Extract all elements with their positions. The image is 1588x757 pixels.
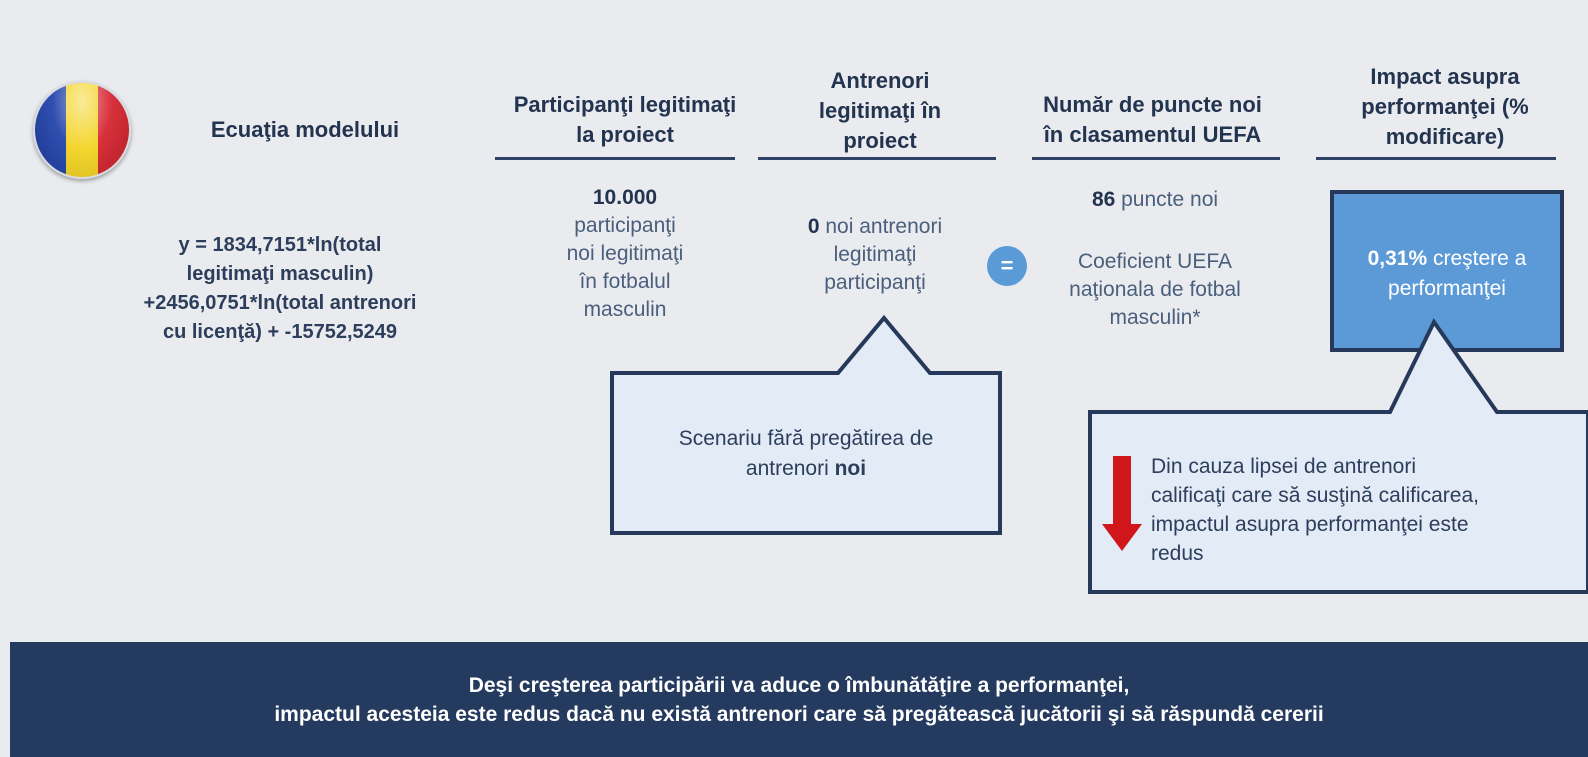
scenario-callout (610, 314, 1002, 535)
header-line: modificare) (1385, 124, 1505, 149)
participants-rule (495, 157, 735, 160)
header-line: la proiect (576, 122, 674, 147)
header-line: Impact asupra (1370, 64, 1520, 89)
text-line: participanţi (574, 214, 676, 237)
header-line: Antrenori (830, 68, 930, 93)
reason-line: Din cauza lipsei de antrenori (1151, 455, 1416, 478)
coaches-header: Antrenori legitimaţi în proiect (760, 66, 1000, 156)
model-title: Ecuaţia modelului (210, 117, 400, 142)
scenario-line: antrenori (745, 457, 835, 480)
down-arrow-icon (1102, 456, 1142, 551)
scenario-line: Scenariu fără pregătirea de (678, 427, 934, 450)
header-line: Număr de puncte noi (1043, 92, 1262, 117)
text-line: în fotbalul (579, 270, 671, 293)
header-line: legitimaţi în (818, 98, 942, 123)
text-line: naţionala de fotbal (1069, 278, 1241, 301)
header-line: performanţei (% (1361, 94, 1529, 119)
points-body: 86 puncte noi Coeficient UEFA naţionala … (1030, 186, 1280, 332)
banner-line: impactul acesteia este redus dacă nu exi… (274, 702, 1324, 726)
impact-header: Impact asupra performanţei (% modificare… (1310, 62, 1580, 152)
text-line: masculin* (1109, 306, 1201, 329)
participants-header: Participanţi legitimaţi la proiect (490, 90, 760, 150)
reason-callout (1088, 318, 1588, 594)
reason-line: impactul asupra performanţei este (1151, 513, 1469, 536)
points-value: 86 (1091, 188, 1116, 211)
equation-line: legitimaţi masculin) (186, 263, 374, 285)
participants-value: 10.000 (592, 186, 658, 209)
model-equation: y = 1834,7151*ln(total legitimaţi mascul… (100, 231, 460, 347)
coaches-value: 0 (807, 215, 820, 238)
text-line: masculin (583, 298, 667, 321)
text-line: noi legitimaţi (566, 242, 684, 265)
text-line: legitimaţi (833, 243, 917, 266)
equals-badge: = (987, 246, 1027, 286)
reason-text: Din cauza lipsei de antrenori calificaţi… (1151, 452, 1585, 568)
conclusion-banner: Deşi creşterea participării va aduce o î… (10, 642, 1588, 757)
banner-line: Deşi creşterea participării va aduce o î… (468, 673, 1130, 697)
text-line: participanţi (824, 271, 926, 294)
equation-line: +2456,0751*ln(total antrenori (143, 292, 417, 314)
text-line: Coeficient UEFA (1077, 250, 1233, 273)
impact-box (1330, 190, 1564, 352)
text-line: performanţei (1388, 277, 1506, 300)
coaches-body: 0 noi antrenori legitimaţi participanţi (750, 213, 1000, 297)
scenario-text: Scenariu fără pregătirea de antrenori no… (615, 424, 997, 484)
coaches-rule (758, 157, 996, 160)
equation-line: cu licenţă) + -15752,5249 (162, 321, 398, 343)
participants-body: 10.000 participanţi noi legitimaţi în fo… (500, 184, 750, 324)
points-rule (1032, 157, 1280, 160)
header-line: Participanţi legitimaţi (513, 92, 737, 117)
coaches-suffix: noi antrenori (819, 215, 943, 238)
scenario-bold: noi (834, 457, 867, 480)
points-suffix: puncte noi (1115, 188, 1219, 211)
header-line: proiect (843, 128, 917, 153)
impact-suffix: creştere a (1427, 247, 1527, 270)
reason-line: calificaţi care să susţină calificarea, (1151, 484, 1479, 507)
equation-line: y = 1834,7151*ln(total (178, 234, 382, 256)
header-line: în clasamentul UEFA (1043, 122, 1262, 147)
points-header: Număr de puncte noi în clasamentul UEFA (1010, 90, 1295, 150)
impact-value: 0,31% (1367, 247, 1428, 270)
impact-rule (1316, 157, 1556, 160)
reason-line: redus (1151, 542, 1204, 565)
impact-text: 0,31% creştere a performanţei (1330, 244, 1564, 304)
